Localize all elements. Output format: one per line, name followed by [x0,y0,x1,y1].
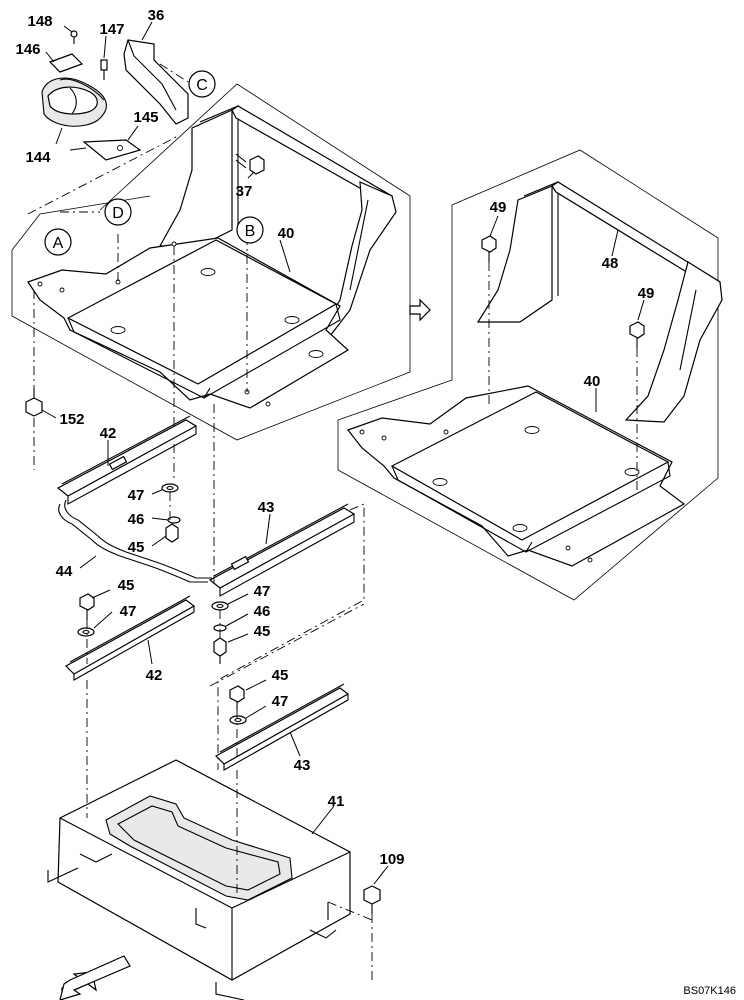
part-number-47-a: 47 [128,487,145,504]
lever-44 [58,499,212,583]
part-number-labels: 148 147 36 146 145 144 37 40 49 48 49 40… [15,7,654,868]
reference-marker-a: A [44,228,72,256]
reference-marker-b: B [236,216,264,244]
part-number-43-upper: 43 [258,499,275,516]
part-number-48: 48 [602,255,619,272]
part-number-43-lower: 43 [294,757,311,774]
part-number-45-d: 45 [272,667,289,684]
right-group-outline [337,149,719,601]
base-frame-41 [47,759,351,1000]
part-number-49-upper: 49 [490,199,507,216]
bracket-36 [123,39,189,125]
reference-marker-b-label: B [245,223,256,240]
reference-marker-a-label: A [53,235,64,252]
part-number-49-lower: 49 [638,285,655,302]
cup-holder-assembly [41,30,142,161]
slide-rail-43-upper [208,503,356,597]
part-number-44: 44 [56,563,73,580]
fasteners-right [211,601,247,725]
part-number-45-c: 45 [254,623,271,640]
part-number-42-lower: 42 [146,667,163,684]
part-number-47-d: 47 [272,693,289,710]
seat-stand-left [27,105,397,409]
fasteners-left [77,483,181,637]
slide-rail-43-lower [215,683,350,771]
bolt-152 [25,388,43,417]
part-number-47-b: 47 [120,603,137,620]
part-number-147: 147 [99,21,124,38]
figure-code: BS07K146 [683,985,736,997]
part-number-144: 144 [25,149,51,166]
bolt-109 [363,885,381,914]
part-number-46-b: 46 [254,603,271,620]
seat-stand-right [347,181,723,567]
part-number-40-left: 40 [278,225,295,242]
slide-rail-42-lower [65,595,196,681]
leader-lines [41,21,645,885]
part-number-145: 145 [133,109,158,126]
part-number-42-upper: 42 [100,425,117,442]
part-number-40-right: 40 [584,373,601,390]
slide-rail-42-upper [56,415,198,505]
part-number-146: 146 [15,41,40,58]
part-number-36: 36 [148,7,165,24]
arrow-right-icon [409,298,431,322]
reference-marker-c: C [188,70,216,98]
left-group-outline [11,83,411,441]
reference-marker-d: D [104,198,132,226]
part-number-47-c: 47 [254,583,271,600]
part-number-152: 152 [59,411,84,428]
part-number-45-b: 45 [118,577,135,594]
reference-marker-d-label: D [112,205,124,222]
part-number-37: 37 [236,183,253,200]
direction-arrow-icon [59,955,131,1000]
bolt-37 [235,153,265,175]
reference-marker-c-label: C [196,77,208,94]
part-number-45-a: 45 [128,539,145,556]
part-number-46-a: 46 [128,511,145,528]
part-number-41: 41 [328,793,345,810]
part-number-148: 148 [27,13,52,30]
part-number-109: 109 [379,851,404,868]
center-lines [27,63,638,984]
